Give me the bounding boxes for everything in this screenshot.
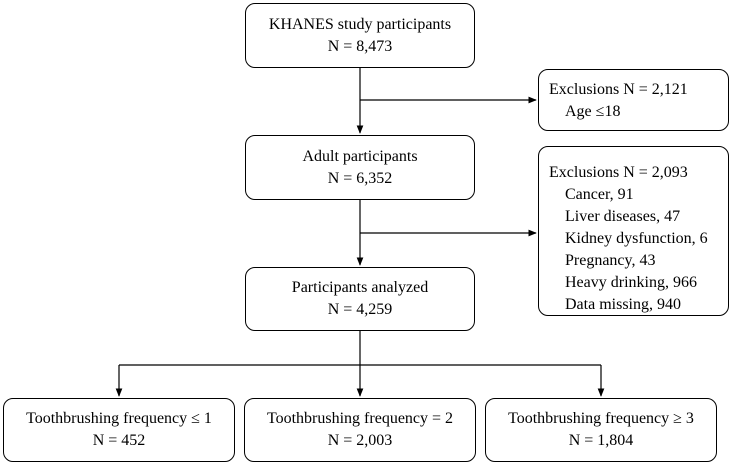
group-count: N = 2,003 (327, 432, 393, 449)
exclusion-age-title: Exclusions N = 2,121 (549, 81, 688, 98)
group-title: Toothbrushing frequency ≤ 1 (26, 410, 212, 427)
exclusion-item-data-missing: Data missing, 940 (565, 296, 681, 313)
exclusion-conditions-title: Exclusions N = 2,093 (549, 164, 688, 181)
exclusion-item-pregnancy: Pregnancy, 43 (565, 252, 656, 269)
exclusion-conditions-box: Exclusions N = 2,093 Cancer, 91 Liver di… (538, 146, 729, 316)
participants-analyzed-count: N = 4,259 (327, 301, 393, 318)
participants-analyzed-title: Participants analyzed (291, 279, 429, 296)
participants-analyzed-box: Participants analyzed N = 4,259 (245, 267, 475, 331)
exclusion-item-cancer: Cancer, 91 (565, 186, 634, 203)
group-box-frequency-le-1: Toothbrushing frequency ≤ 1 N = 452 (3, 398, 235, 462)
exclusion-age-box: Exclusions N = 2,121 Age ≤18 (538, 69, 729, 131)
group-title: Toothbrushing frequency = 2 (266, 410, 454, 427)
study-participants-title: KHANES study participants (268, 15, 452, 33)
group-box-frequency-eq-2: Toothbrushing frequency = 2 N = 2,003 (244, 398, 476, 462)
adult-participants-box: Adult participants N = 6,352 (245, 135, 475, 200)
group-count: N = 1,804 (568, 432, 634, 449)
group-count: N = 452 (92, 432, 146, 449)
study-participants-box: KHANES study participants N = 8,473 (245, 3, 475, 68)
group-box-frequency-ge-3: Toothbrushing frequency ≥ 3 N = 1,804 (485, 398, 717, 462)
exclusion-item-heavy-drinking: Heavy drinking, 966 (565, 274, 697, 291)
exclusion-age-item: Age ≤18 (565, 103, 621, 120)
study-participants-count: N = 8,473 (327, 37, 393, 55)
adult-participants-count: N = 6,352 (327, 169, 393, 187)
group-title: Toothbrushing frequency ≥ 3 (508, 410, 694, 427)
exclusion-item-kidney-dysfunction: Kidney dysfunction, 6 (565, 230, 708, 247)
exclusion-item-liver-diseases: Liver diseases, 47 (565, 208, 681, 225)
adult-participants-title: Adult participants (302, 147, 418, 165)
